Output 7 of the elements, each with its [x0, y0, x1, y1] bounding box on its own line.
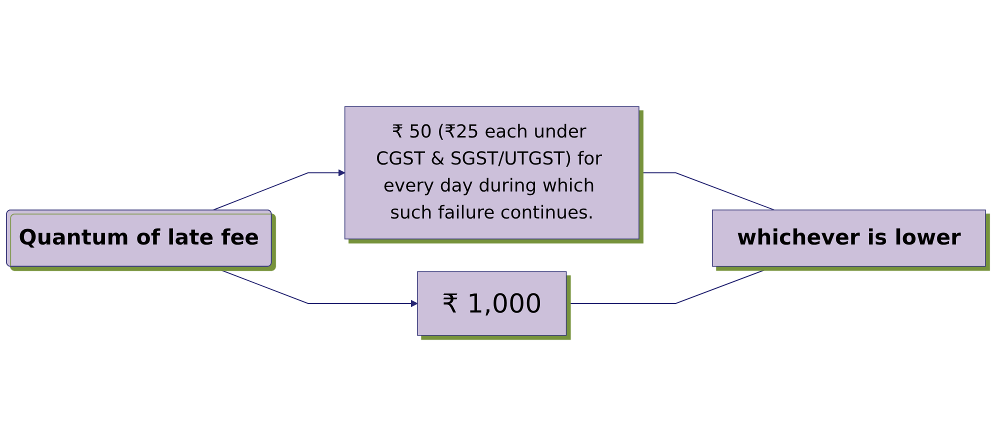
arrow — [212, 266, 418, 308]
arrow — [212, 169, 346, 211]
connector — [638, 172, 775, 210]
node-box: ₹ 50 (₹25 each under CGST & SGST/UTGST) for every day during which such failure continues. — [344, 106, 640, 240]
node-box: whichever is lower — [712, 210, 986, 267]
node-box: ₹ 1,000 — [417, 271, 567, 336]
connector — [566, 266, 775, 304]
